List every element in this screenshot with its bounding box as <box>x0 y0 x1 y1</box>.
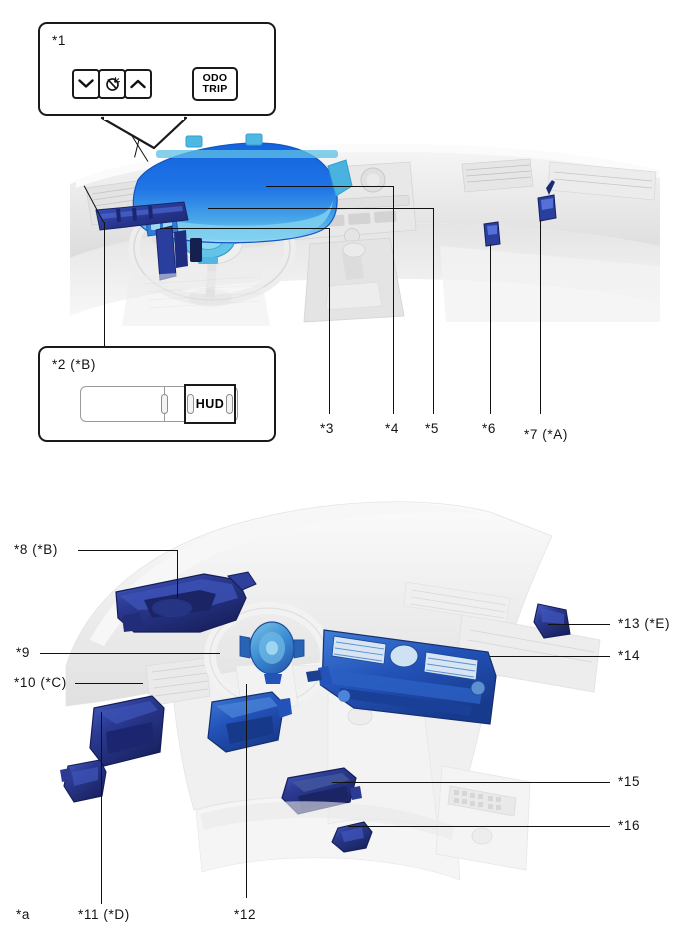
leader-line-5-h <box>208 208 434 210</box>
gauge-dimmer-icon <box>105 76 120 91</box>
leader-line-8-h <box>78 550 178 552</box>
leader-line-4-v <box>393 186 395 414</box>
leader-line-11-v <box>101 712 103 904</box>
hud-switch-pill-inner-left <box>187 394 194 414</box>
leader-line-8-v <box>177 550 179 598</box>
illumination-dimmer-button[interactable] <box>98 69 126 99</box>
leader-line-14-h <box>490 656 610 658</box>
label-11: *11 (*D) <box>78 907 130 922</box>
label-a: *a <box>16 907 30 922</box>
label-7: *7 (*A) <box>524 427 568 442</box>
instrument-panel-front-illustration <box>60 126 670 326</box>
callout-box-1: *1 <box>38 22 276 150</box>
odo-trip-button[interactable]: ODO TRIP <box>192 67 238 101</box>
leader-line-6-v <box>490 244 492 414</box>
chevron-up-icon <box>130 79 146 89</box>
label-12: *12 <box>234 907 257 922</box>
label-3: *3 <box>320 421 334 436</box>
label-9: *9 <box>16 645 30 660</box>
leader-line-4-h <box>266 186 394 188</box>
label-13: *13 (*E) <box>618 616 671 631</box>
callout-1-tail <box>100 116 188 150</box>
chevron-down-icon <box>78 79 94 88</box>
label-6: *6 <box>482 421 496 436</box>
leader-line-9-h <box>40 653 220 655</box>
hud-label: HUD <box>195 397 225 411</box>
label-10: *10 (*C) <box>14 675 67 690</box>
leader-line-15-h <box>332 782 610 784</box>
leader-line-5-v <box>433 208 435 414</box>
leader-line-16-h <box>348 826 610 828</box>
callout-1-tag: *1 <box>52 33 66 48</box>
leader-line-callout2 <box>104 222 106 348</box>
label-14: *14 <box>618 648 641 663</box>
leader-line-13-h <box>548 624 610 626</box>
label-5: *5 <box>425 421 439 436</box>
hud-switch-pill-left <box>161 394 168 414</box>
hud-switch-pill-inner-right <box>226 394 233 414</box>
label-4: *4 <box>385 421 399 436</box>
leader-line-10-h <box>75 683 143 685</box>
instrument-panel-exploded-illustration <box>60 480 620 910</box>
callout-box-2: *2 (*B) HUD <box>38 346 276 442</box>
leader-line-3-v <box>329 228 331 414</box>
meter-switch-button-group <box>72 69 152 99</box>
leader-line-3-h <box>160 228 330 230</box>
up-arrow-button[interactable] <box>124 69 152 99</box>
leader-line-12-v <box>246 684 248 898</box>
callout-2-tag: *2 (*B) <box>52 357 96 372</box>
label-16: *16 <box>618 818 641 833</box>
label-15: *15 <box>618 774 641 789</box>
odo-trip-button-wrap: ODO TRIP <box>192 67 238 101</box>
trip-label: TRIP <box>202 83 228 95</box>
label-8: *8 (*B) <box>14 542 58 557</box>
odo-label: ODO <box>202 71 228 84</box>
down-arrow-button[interactable] <box>72 69 100 99</box>
leader-line-7-v <box>540 220 542 414</box>
